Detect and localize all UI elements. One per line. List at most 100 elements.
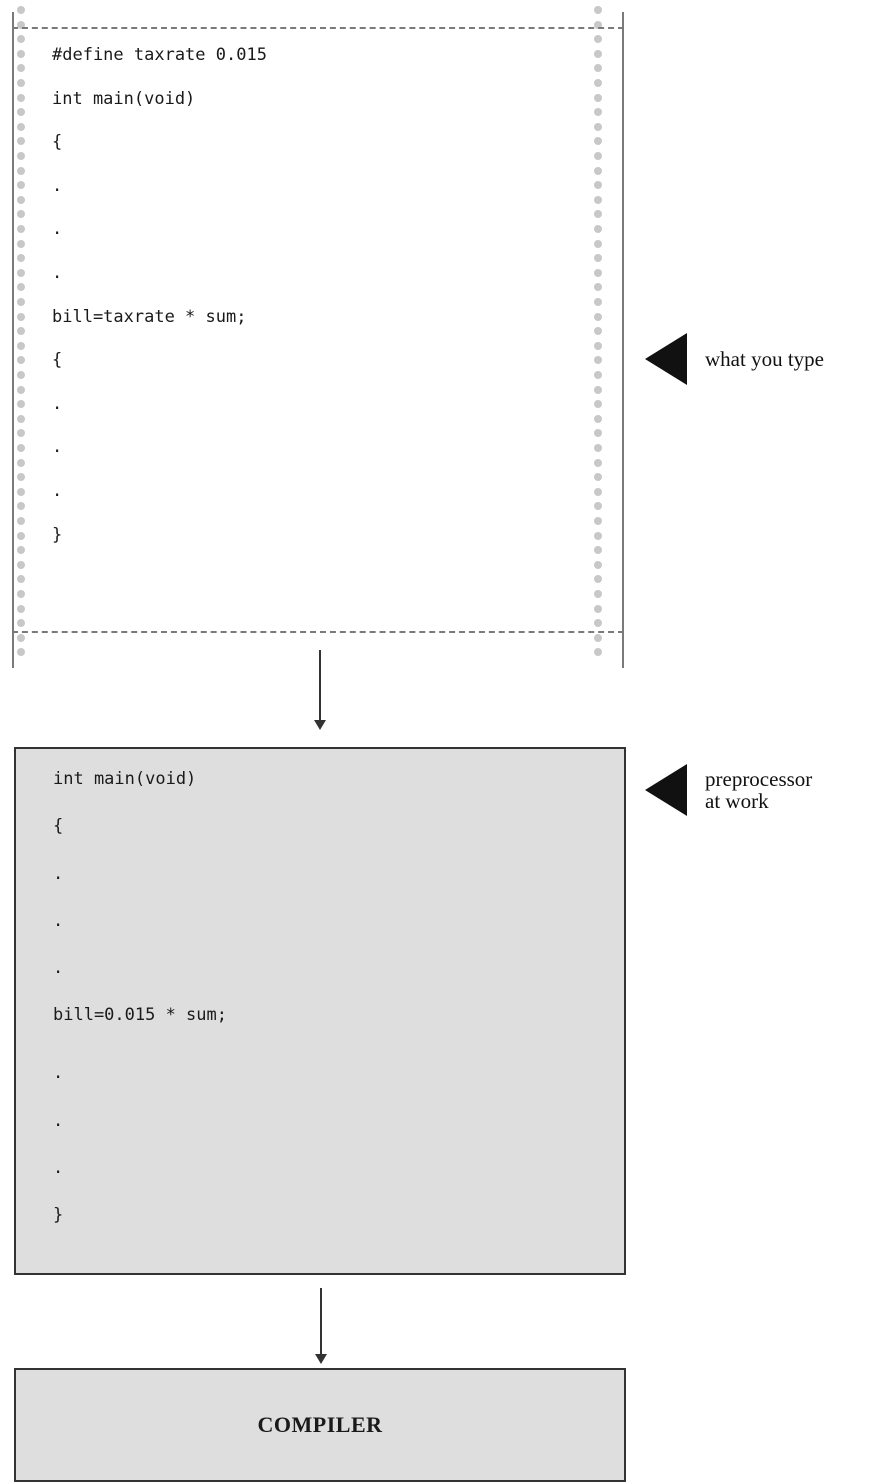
feed-hole [594, 648, 602, 657]
preprocessed-line: . [53, 863, 64, 884]
preprocessed-code-listing: int main(void) { . . . bill=0.015 * sum;… [53, 769, 227, 1253]
feed-hole [594, 108, 602, 117]
preprocessed-line: int main(void) [53, 769, 197, 789]
left-tractor-feed-holes [15, 0, 27, 668]
what-you-type-label: what you type [705, 347, 824, 371]
feed-hole [17, 604, 25, 613]
feed-hole [594, 517, 602, 525]
feed-hole [594, 49, 602, 58]
preprocessed-line: } [53, 1205, 64, 1226]
left-pointer-triangle-icon [645, 764, 687, 816]
source-line: int main(void) [52, 88, 196, 109]
printout-left-edge [12, 12, 14, 668]
preprocessed-line: . [53, 958, 64, 979]
feed-hole [17, 356, 25, 365]
feed-hole [594, 414, 602, 423]
feed-hole [594, 487, 602, 496]
feed-hole [594, 35, 602, 44]
feed-hole [17, 429, 25, 438]
preprocessed-line: . [53, 1063, 64, 1084]
feed-hole [594, 298, 602, 306]
source-line: . [52, 219, 63, 240]
preprocessed-code-box: int main(void) { . . . bill=0.015 * sum;… [14, 747, 626, 1275]
preprocessed-line: bill=0.015 * sum; [53, 1005, 227, 1026]
feed-hole [594, 546, 602, 555]
feed-hole [17, 108, 25, 117]
feed-hole [17, 64, 25, 73]
feed-hole [594, 122, 602, 131]
preprocessed-line: . [53, 1110, 64, 1131]
left-pointer-triangle-icon [645, 333, 687, 385]
feed-hole [594, 195, 602, 204]
feed-hole [17, 517, 25, 525]
feed-hole [17, 371, 25, 379]
feed-hole [17, 122, 25, 131]
feed-hole [17, 400, 25, 409]
feed-hole [594, 64, 602, 73]
feed-hole [17, 458, 25, 467]
feed-hole [594, 327, 602, 336]
down-arrow-icon [311, 1288, 331, 1366]
source-line: { [52, 350, 63, 371]
feed-hole [17, 312, 25, 321]
feed-hole [17, 502, 25, 511]
feed-hole [594, 458, 602, 467]
feed-hole [594, 181, 602, 190]
feed-hole [17, 6, 25, 14]
feed-hole [17, 385, 25, 394]
feed-hole [594, 20, 602, 29]
feed-hole [17, 575, 25, 584]
right-tractor-feed-holes [592, 0, 604, 668]
preprocessed-line: { [53, 816, 64, 837]
feed-hole [17, 268, 25, 277]
feed-hole [594, 341, 602, 350]
feed-hole [594, 619, 602, 628]
feed-hole [17, 239, 25, 248]
feed-hole [594, 6, 602, 14]
feed-hole [17, 560, 25, 569]
feed-hole [17, 210, 25, 219]
feed-hole [17, 546, 25, 555]
what-you-type-callout: what you type [645, 333, 824, 385]
source-line: . [52, 437, 63, 458]
feed-hole [594, 590, 602, 598]
feed-hole [594, 79, 602, 87]
feed-hole [17, 152, 25, 160]
feed-hole [17, 633, 25, 642]
feed-hole [17, 93, 25, 102]
feed-hole [17, 49, 25, 58]
feed-hole [17, 444, 25, 452]
feed-hole [17, 283, 25, 292]
preprocessor-at-work-label: preprocessor at work [705, 767, 813, 813]
feed-hole [594, 385, 602, 394]
feed-hole [17, 166, 25, 175]
compiler-box: COMPILER [14, 1368, 626, 1482]
source-line: . [52, 393, 63, 414]
source-printout: #define taxrate 0.015 int main(void) { .… [12, 0, 624, 668]
feed-hole [17, 619, 25, 628]
feed-hole [594, 356, 602, 365]
feed-hole [594, 371, 602, 379]
feed-hole [594, 268, 602, 277]
feed-hole [17, 195, 25, 204]
feed-hole [594, 225, 602, 233]
source-line: { [52, 132, 63, 153]
feed-hole [594, 400, 602, 409]
feed-hole [17, 473, 25, 482]
feed-hole [594, 137, 602, 146]
feed-hole [594, 531, 602, 540]
feed-hole [17, 414, 25, 423]
printout-right-edge [622, 12, 624, 668]
bottom-perforation-line [12, 631, 624, 633]
feed-hole [594, 473, 602, 482]
feed-hole [594, 93, 602, 102]
feed-hole [594, 283, 602, 292]
feed-hole [594, 633, 602, 642]
source-code-listing: #define taxrate 0.015 int main(void) { .… [52, 45, 267, 568]
feed-hole [17, 20, 25, 29]
feed-hole [17, 648, 25, 657]
feed-hole [594, 152, 602, 160]
source-line: . [52, 480, 63, 501]
feed-hole [17, 254, 25, 263]
source-line: #define taxrate 0.015 [52, 45, 267, 65]
